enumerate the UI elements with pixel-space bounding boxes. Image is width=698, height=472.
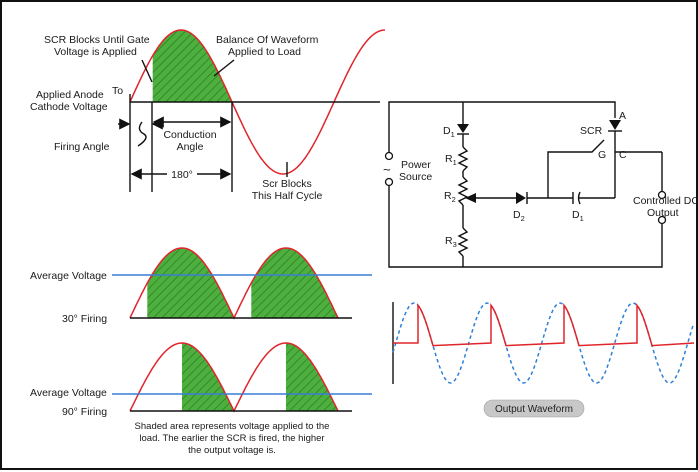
- label-to: To: [112, 85, 123, 97]
- r3-label: R3: [445, 235, 457, 249]
- label-conduction-1: Conduction: [163, 129, 216, 141]
- resistor-r1-icon: [457, 146, 469, 172]
- output-red-waveform: [393, 302, 695, 347]
- gate-wire: [547, 139, 605, 198]
- output-dashed-sine: [392, 302, 694, 384]
- diode-d1-icon: [457, 124, 469, 133]
- scr-icon: [609, 120, 621, 130]
- circuit-bottom-wire: [388, 184, 663, 268]
- d1-cap-label: D1: [572, 209, 584, 223]
- firing-30-label: 30° Firing: [62, 313, 107, 325]
- scr-circuit: ~ Power Source D: [383, 101, 698, 268]
- blocks-leader: [141, 59, 153, 83]
- firing-90-label: 90° Firing: [62, 406, 107, 418]
- r2-label: R2: [444, 190, 456, 204]
- power-label-1: Power: [401, 159, 431, 171]
- top-waveform-diagram: SCR Blocks Until Gate Voltage is Applied…: [30, 29, 386, 202]
- caption-line-1: Shaded area represents voltage applied t…: [135, 421, 330, 432]
- balance-leader: [213, 59, 235, 77]
- output-terminal-bottom: [657, 215, 667, 225]
- power-label-2: Source: [399, 171, 432, 183]
- power-terminal-bottom: [384, 177, 394, 187]
- output-waveform-diagram: Output Waveform: [392, 302, 695, 418]
- firing-angle-leader: [137, 121, 147, 147]
- firing-90-average-label: Average Voltage: [30, 387, 107, 399]
- anode-cathode-sine: [129, 29, 386, 175]
- diode-d2-icon: [516, 192, 526, 204]
- potentiometer-wiper-icon: [465, 193, 476, 203]
- label-balance-2: Applied to Load: [228, 46, 301, 58]
- caption-line-2: load. The earlier the SCR is fired, the …: [139, 433, 324, 444]
- label-anode-1: Applied Anode: [36, 89, 104, 101]
- label-balance-1: Balance Of Waveform: [216, 34, 319, 46]
- d1-label: D1: [443, 125, 455, 139]
- label-blocks-1: SCR Blocks Until Gate: [44, 34, 150, 46]
- output-waveform-badge-text: Output Waveform: [495, 404, 573, 415]
- firing-90-conducting-area: [182, 343, 338, 411]
- firing-90-diagram: Average Voltage 90° Firing: [30, 342, 372, 418]
- label-conduction-2: Angle: [177, 141, 204, 153]
- gate-label: G: [598, 149, 606, 161]
- label-blocks-2: Voltage is Applied: [54, 46, 137, 58]
- firing-30-diagram: Average Voltage 30° Firing: [30, 247, 372, 325]
- ac-symbol-icon: ~: [383, 162, 391, 177]
- output-terminal-top: [657, 190, 667, 200]
- resistor-r2-icon: [457, 176, 469, 206]
- label-scr-blocks-1: Scr Blocks: [262, 178, 312, 190]
- caption-line-3: the output voltage is.: [188, 445, 276, 456]
- r1-label: R1: [445, 153, 457, 167]
- firing-30-conducting-area: [147, 248, 338, 318]
- label-firing-angle: Firing Angle: [54, 141, 110, 153]
- output-waveform-badge: [483, 399, 585, 418]
- circuit-top-wire: [388, 101, 616, 152]
- anode-label: A: [619, 110, 626, 122]
- cathode-label: C: [619, 149, 627, 161]
- output-label-1: Controlled DC: [633, 195, 698, 207]
- label-180: 180°: [171, 169, 193, 181]
- d2-label: D2: [513, 209, 525, 223]
- power-terminal-top: [384, 151, 394, 161]
- label-scr-blocks-2: This Half Cycle: [252, 190, 323, 202]
- output-label-2: Output: [647, 207, 679, 219]
- label-anode-2: Cathode Voltage: [30, 101, 108, 113]
- conducting-area: [152, 30, 232, 102]
- scr-label: SCR: [580, 125, 603, 137]
- firing-30-average-label: Average Voltage: [30, 270, 107, 282]
- resistor-r3-icon: [457, 227, 469, 257]
